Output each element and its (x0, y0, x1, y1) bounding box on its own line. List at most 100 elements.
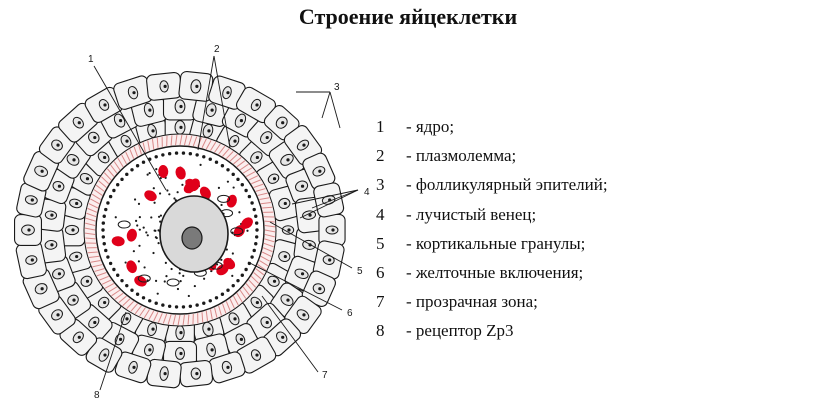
follicle-cell-nucleolus (179, 104, 183, 109)
follicle-cell-nucleolus (255, 353, 259, 357)
legend-text: - ядро; (406, 117, 455, 136)
zona-hatch (182, 314, 185, 326)
organelle (117, 220, 131, 229)
cytoplasm-dot (124, 261, 127, 264)
zona-hatch (153, 311, 159, 322)
cytoplasm-dot (178, 272, 181, 275)
cortical-granule (125, 172, 129, 177)
follicle-cell-nucleolus (195, 372, 199, 376)
follicle-cell-nucleolus (302, 313, 306, 317)
yolk-inclusion (175, 166, 186, 180)
legend-number: 1 (376, 117, 385, 136)
cortical-granule (255, 228, 259, 232)
cortical-granule (141, 296, 146, 300)
zona-hatch (111, 289, 121, 297)
cortical-granule (247, 194, 252, 199)
cortical-granule (106, 255, 110, 259)
follicle-cell-nucleolus (93, 135, 97, 140)
legend-number: 2 (376, 146, 385, 166)
legend-number: 7 (376, 292, 385, 312)
cortical-granule (101, 228, 105, 232)
zona-hatch (138, 144, 142, 155)
zona-hatch (253, 272, 262, 280)
cytoplasm-dot (136, 224, 139, 227)
follicle-cell-nucleolus (77, 121, 81, 125)
callout-1: 1 (88, 54, 94, 65)
zona-hatch (239, 163, 249, 171)
legend-item: 8 - рецептор Zp3 (376, 316, 706, 345)
cytoplasm-dot (157, 215, 161, 218)
zona-hatch (201, 312, 204, 323)
follicle-cell-nucleolus (132, 365, 136, 369)
yolk-inclusion (126, 260, 137, 274)
cortical-granule (167, 304, 172, 309)
cortical-granule (208, 299, 212, 303)
cytoplasm-dot (182, 274, 185, 277)
zona-hatch (264, 233, 275, 238)
follicle-cell-nucleolus (207, 327, 211, 331)
cortical-granule (226, 168, 230, 172)
nucleolus (181, 226, 203, 250)
cortical-granule (116, 273, 120, 277)
zona-hatch (90, 259, 101, 263)
zona-hatch (129, 149, 135, 159)
cytoplasm-dot (168, 193, 171, 196)
callout-leader (261, 295, 319, 373)
follicle-cell-nucleolus (118, 119, 123, 123)
follicle-cell-nucleolus (207, 129, 211, 133)
zona-hatch (257, 264, 267, 271)
cytoplasm-dot (138, 228, 141, 231)
zona-hatch (264, 220, 275, 223)
zona-hatch (101, 279, 112, 285)
zona-hatch (257, 192, 268, 196)
follicle-cell-nucleolus (283, 201, 287, 206)
cytoplasm-dot (143, 266, 146, 269)
yolk-inclusion (216, 264, 229, 276)
callout-leader (247, 261, 343, 311)
cytoplasm-dot (137, 260, 140, 263)
zona-hatch (139, 307, 146, 317)
follicle-cell-nucleolus (233, 317, 237, 321)
legend-number: 8 (376, 321, 385, 341)
zona-hatch (162, 313, 168, 324)
cytoplasm-dot (146, 279, 149, 282)
cytoplasm-dot (138, 216, 141, 219)
legend-number: 3 (376, 175, 385, 195)
zona-hatch (222, 303, 227, 314)
zona-hatch (126, 300, 135, 309)
yolk-inclusion (144, 190, 157, 202)
zona-hatch (175, 134, 178, 146)
zona-hatch (225, 301, 231, 311)
callout-leader (213, 55, 231, 149)
follicle-cell-nucleolus (226, 91, 230, 95)
cortical-granule (214, 160, 219, 164)
zona-hatch (103, 172, 112, 181)
callout-7: 7 (322, 370, 328, 381)
cytoplasm-dot (173, 197, 176, 200)
cytoplasm-dot (148, 171, 151, 175)
follicle-cell-nucleolus (75, 254, 79, 259)
yolk-inclusion (111, 236, 125, 247)
callout-leader (329, 91, 341, 129)
follicle-cell-nucleolus (265, 320, 269, 325)
cortical-granule (236, 177, 240, 182)
cytoplasm-dot (176, 191, 179, 194)
zona-hatch (87, 251, 98, 254)
cytoplasm-dot (220, 258, 223, 261)
cortical-granule (108, 261, 113, 266)
cytoplasm-dot (146, 234, 149, 237)
cytoplasm-dot (176, 287, 180, 291)
cortical-granule (154, 155, 158, 159)
cortical-granule (120, 278, 124, 283)
cytoplasm-dot (217, 186, 221, 190)
follicle-cell-nucleolus (163, 84, 167, 88)
cytoplasm-dot (203, 277, 206, 280)
zona-hatch (255, 268, 265, 276)
zona-hatch (170, 135, 173, 146)
zona-hatch (251, 179, 261, 185)
callout-6: 6 (347, 308, 353, 319)
follicle-cell-nucleolus (72, 158, 76, 162)
zona-hatch (113, 161, 121, 171)
organelle (166, 278, 180, 287)
